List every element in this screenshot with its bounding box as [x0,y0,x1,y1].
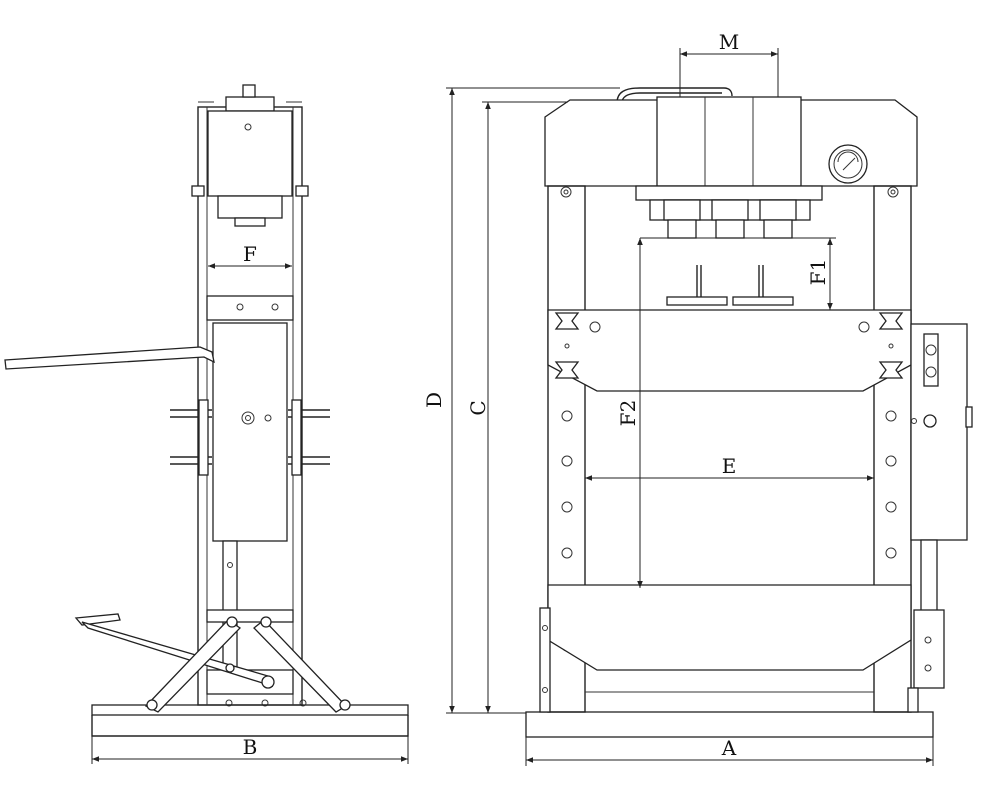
label-A: A [721,736,737,760]
lower-bed [547,584,912,671]
label-F: F [243,242,257,266]
label-B: B [243,735,258,759]
label-E: E [722,454,737,478]
label-F2: F2 [616,400,640,427]
cylinder-left [663,199,701,239]
left-column [547,185,586,713]
side-view: F B [4,84,409,764]
label-F1: F1 [806,259,830,286]
pressure-gauge-icon [828,144,868,184]
cylinder-center [711,199,749,239]
hand-lever [4,346,215,370]
label-D: D [422,392,446,408]
upper-bed [547,309,912,392]
label-C: C [466,400,490,415]
bed-clamps [554,312,904,379]
label-M: M [719,30,739,54]
front-view: M D C F1 F2 E A [422,30,973,766]
cylinder-right [759,199,797,239]
side-pins [170,399,330,476]
pump-unit [910,323,968,541]
